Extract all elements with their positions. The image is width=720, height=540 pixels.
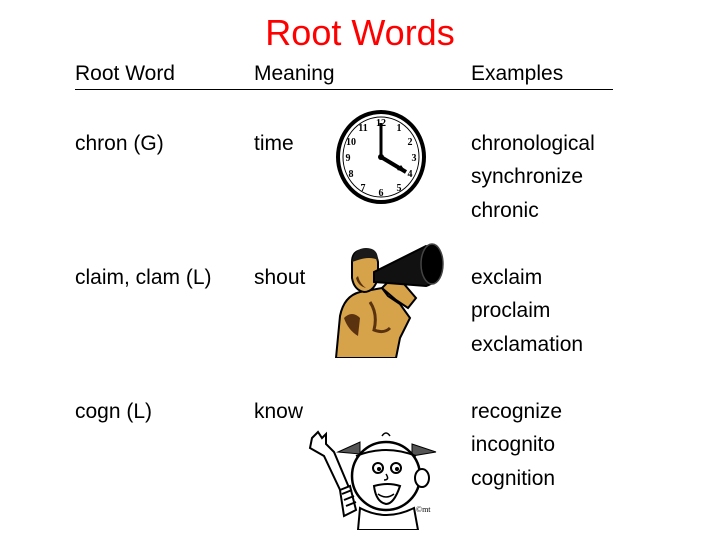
clock-number: 2: [408, 137, 413, 148]
slide-title: Root Words: [265, 12, 455, 53]
row-cogn-meaning: know: [254, 400, 304, 423]
clock-number: 1: [397, 123, 402, 134]
clock-number: 6: [379, 188, 384, 199]
header-root-word: Root Word: [75, 62, 175, 85]
example-item: recognize: [471, 400, 563, 423]
example-item: synchronize: [471, 165, 584, 188]
clock-number: 4: [408, 169, 413, 180]
header-meaning: Meaning: [254, 62, 335, 85]
row-chron-meaning: time: [254, 132, 294, 155]
example-item: chronic: [471, 199, 539, 222]
clock-number: 3: [412, 153, 417, 164]
example-item: exclamation: [471, 333, 584, 356]
example-item: chronological: [471, 132, 595, 155]
clock-number: 5: [397, 183, 402, 194]
clock-number: 8: [349, 169, 354, 180]
clock-number: 7: [361, 183, 366, 194]
example-item: cognition: [471, 467, 556, 490]
row-cogn-root: cogn (L): [75, 400, 153, 423]
row-claim-root: claim, clam (L): [75, 266, 212, 289]
example-item: incognito: [471, 433, 556, 456]
header-examples: Examples: [471, 62, 564, 85]
drawing-signature: ©mt: [416, 505, 431, 514]
clock-number: 11: [358, 123, 367, 134]
example-item: exclaim: [471, 266, 543, 289]
clock-number: 10: [346, 137, 356, 148]
header-underline: [75, 89, 613, 90]
clock-number: 9: [346, 153, 351, 164]
clock-icon: 12 1 2 3 4 5 6 7 8 9 10 11: [336, 110, 426, 204]
megaphone-man-icon: [334, 243, 444, 358]
row-claim-meaning: shout: [254, 266, 306, 289]
kid-waving-icon: ©mt: [308, 430, 437, 530]
row-chron-root: chron (G): [75, 132, 164, 155]
example-item: proclaim: [471, 299, 551, 322]
